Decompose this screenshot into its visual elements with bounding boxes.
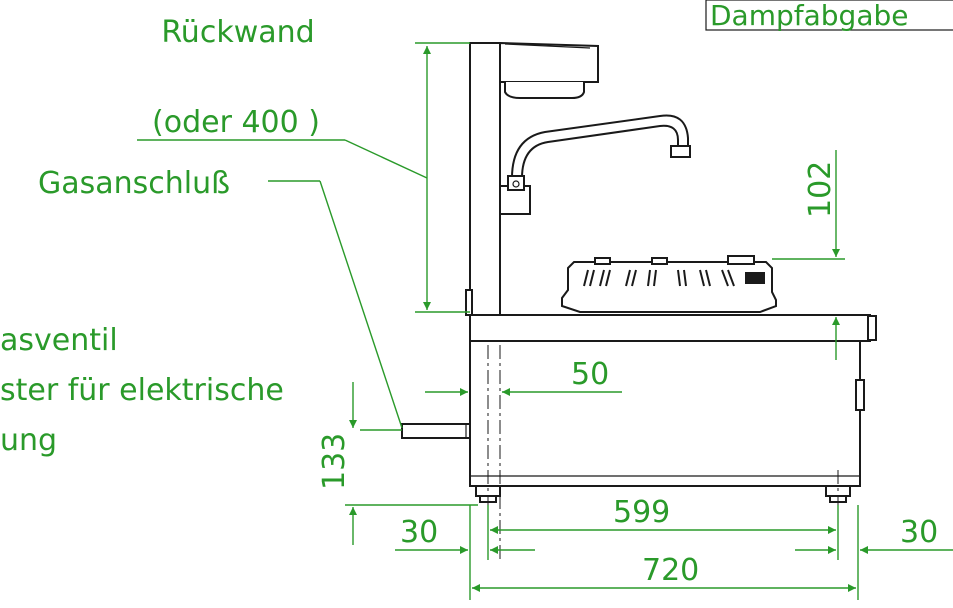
machine-outline bbox=[401, 41, 877, 503]
dampfabgabe-label: Dampfabgabe bbox=[710, 0, 909, 32]
gasventil-label: asventil bbox=[0, 323, 118, 358]
spout-nozzle bbox=[670, 145, 691, 158]
leader-lines bbox=[137, 139, 428, 429]
taster-label-cont: ung bbox=[0, 423, 57, 458]
dampfabgabe-box: Dampfabgabe bbox=[705, 0, 953, 32]
dim-50: 50 bbox=[571, 357, 609, 392]
gas-pipe bbox=[401, 423, 471, 439]
steam-tray bbox=[504, 82, 585, 99]
dim-599: 599 bbox=[613, 495, 670, 530]
rueckwand-title: Rückwand bbox=[161, 15, 314, 50]
dim-720: 720 bbox=[642, 553, 699, 588]
dim-30-left: 30 bbox=[400, 515, 438, 550]
gasanschluss-label: Gasanschluß bbox=[38, 166, 230, 201]
burner-slots bbox=[583, 269, 735, 287]
burner-plate bbox=[561, 261, 777, 313]
dim-133: 133 bbox=[317, 433, 352, 490]
rueckwand-post bbox=[469, 42, 501, 316]
worktop bbox=[469, 314, 871, 342]
spout-outer bbox=[511, 114, 689, 179]
spout-inner bbox=[521, 124, 679, 179]
base-cabinet bbox=[469, 340, 861, 487]
steam-head bbox=[499, 41, 599, 83]
dim-30-right: 30 bbox=[900, 515, 938, 550]
taster-label: ster für elektrische bbox=[0, 373, 284, 408]
rueckwand-alt: (oder 400 ) bbox=[152, 105, 320, 140]
dim-102: 102 bbox=[803, 161, 838, 218]
